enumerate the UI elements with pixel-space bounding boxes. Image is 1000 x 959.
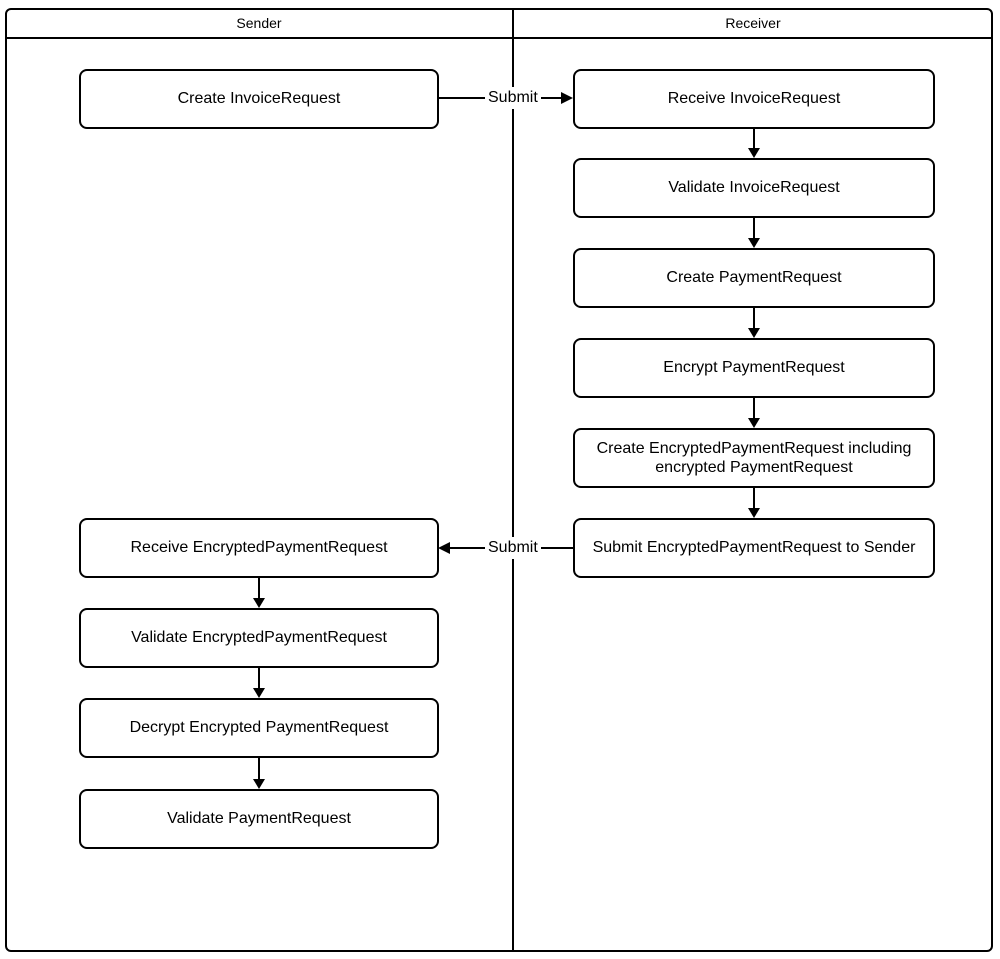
node-encrypt-payment-request: Encrypt PaymentRequest	[573, 338, 935, 398]
connector-arrow-down-icon	[748, 129, 760, 158]
connector-arrow-down-icon	[253, 668, 265, 698]
lane-title-sender: Sender	[236, 15, 282, 31]
connector-arrow-down-icon	[748, 398, 760, 428]
connector-arrow-down-icon	[748, 308, 760, 338]
node-submit-encrypted-payment-request: Submit EncryptedPaymentRequest to Sender	[573, 518, 935, 578]
node-validate-encrypted-payment-request: Validate EncryptedPaymentRequest	[79, 608, 439, 668]
connector-arrow-down-icon	[253, 758, 265, 789]
edge-label-submit: Submit	[485, 87, 541, 109]
node-validate-invoice-request: Validate InvoiceRequest	[573, 158, 935, 218]
node-create-invoice-request: Create InvoiceRequest	[79, 69, 439, 129]
node-receive-invoice-request: Receive InvoiceRequest	[573, 69, 935, 129]
node-create-payment-request: Create PaymentRequest	[573, 248, 935, 308]
lane-title-receiver: Receiver	[725, 15, 781, 31]
node-create-encrypted-payment-request: Create EncryptedPaymentRequest including…	[573, 428, 935, 488]
node-decrypt-encrypted-payment-request: Decrypt Encrypted PaymentRequest	[79, 698, 439, 758]
lane-header-separator	[5, 37, 993, 39]
lane-divider	[512, 8, 514, 952]
swimlane-frame	[5, 8, 993, 952]
connector-arrow-down-icon	[748, 218, 760, 248]
connector-arrow-left-icon	[438, 542, 450, 554]
node-receive-encrypted-payment-request: Receive EncryptedPaymentRequest	[79, 518, 439, 578]
node-validate-payment-request: Validate PaymentRequest	[79, 789, 439, 849]
connector-arrow-right-icon	[561, 92, 573, 104]
edge-label-submit: Submit	[485, 537, 541, 559]
connector-arrow-down-icon	[748, 488, 760, 518]
connector-arrow-down-icon	[253, 578, 265, 608]
